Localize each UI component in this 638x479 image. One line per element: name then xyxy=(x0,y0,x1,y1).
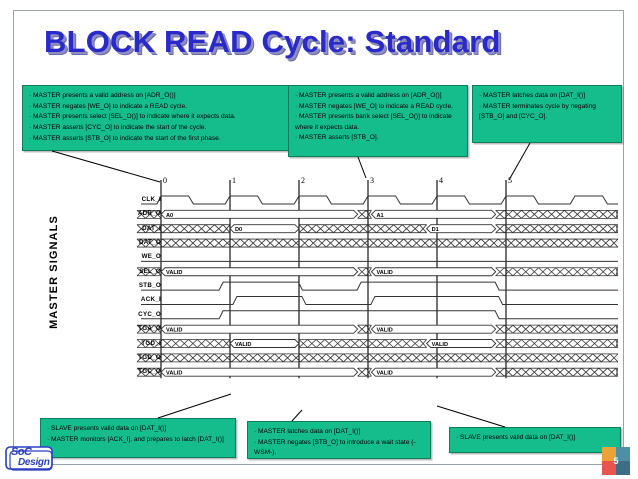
bus-segment-label: D0 xyxy=(235,227,242,233)
signal-label-tgd_i: TGD_I xyxy=(141,339,161,347)
callout-master-latches-and-inserts-wait-state: · MASTER latches data on [DAT_I()] · MAS… xyxy=(247,421,431,459)
signal-label-column: CLK_I ADR_O DAT_I DAT_O WE_O SEL_O STB_O ACK_I C… xyxy=(93,166,161,408)
callout-master-terminates-cycle: · MASTER latches data on [DAT_I()] · MAS… xyxy=(472,85,622,143)
callout-master-second-phase: · MASTER presents a valid address on [AD… xyxy=(288,85,468,157)
callout-slave-presents-valid-data: · SLAVE presents valid data on [DAT_I()] xyxy=(449,427,621,453)
bus-segment-label: A0 xyxy=(166,213,173,219)
cycle-number: 2 xyxy=(301,176,305,185)
callout-line: · SLAVE presents valid data on [DAT_I()] xyxy=(456,434,576,441)
signal-label-clk_i: CLK_I xyxy=(141,196,161,203)
callout-line: · MASTER negates [WE_O] to indicate a RE… xyxy=(295,102,453,110)
callout-line: · MASTER presents select [SEL_O()] to in… xyxy=(29,113,236,121)
page-number: 5 xyxy=(613,456,619,466)
logo-text-soc: SoC xyxy=(11,446,32,458)
cycle-number: 3 xyxy=(370,176,374,185)
callout-line: · MASTER asserts [CYC_O] to indicate the… xyxy=(29,124,207,132)
bus-segment-label: VALID xyxy=(166,328,182,334)
bus-segment-label: VALID xyxy=(376,270,392,276)
callout-line: · MASTER negates [WE_O] to indicate a RE… xyxy=(29,102,187,110)
callout-line: · MASTER latches data on [DAT_I()] xyxy=(479,92,586,99)
callout-line: · MASTER presents bank select [SEL_O()] … xyxy=(295,113,452,131)
page-number-badge: 5 xyxy=(602,447,630,475)
callout-line: · MASTER asserts [STB_O]. xyxy=(295,134,379,142)
signal-label-adr_o: ADR_O xyxy=(137,210,161,218)
callout-line: · MASTER monitors [ACK_I], and prepares … xyxy=(47,435,224,443)
page-title: BLOCK READ Cycle: Standard xyxy=(44,24,501,59)
master-signals-axis-label: MASTER SIGNALS xyxy=(48,215,60,329)
signal-label-tga_o: TGA_O xyxy=(138,325,161,333)
callout-line: · MASTER negates [STB_O] to introduce a … xyxy=(254,438,416,456)
callout-slave-presents-data-monitors-ack: · SLAVE presents valid data on [DAT_I()]… xyxy=(40,418,236,458)
bus-segment-label: VALID xyxy=(432,342,448,348)
bus-segment-label: VALID xyxy=(166,270,182,276)
cycle-number: 4 xyxy=(439,176,443,185)
signal-label-tgd_o: TGD_O xyxy=(138,353,161,361)
callout-line: · SLAVE presents valid data on [DAT_I()] xyxy=(47,425,167,432)
badge-quadrant xyxy=(602,461,616,475)
callout-line: · MASTER presents a valid address on [AD… xyxy=(29,92,176,99)
signal-label-dat_i: DAT_I xyxy=(142,224,161,232)
callout-line: · MASTER asserts [STB_O] to indicate the… xyxy=(29,134,221,142)
bus-segment-label: VALID xyxy=(376,371,392,377)
callout-line: · MASTER presents a valid address on [AD… xyxy=(295,92,442,99)
bus-segment-label: D1 xyxy=(432,227,439,233)
slide-frame xyxy=(13,10,624,465)
bus-segment-label: VALID xyxy=(166,371,182,377)
signal-label-cyc_o: CYC_O xyxy=(138,310,161,318)
cycle-number: 0 xyxy=(163,176,167,185)
badge-quadrant xyxy=(616,447,630,461)
signal-label-we_o: WE_O xyxy=(141,253,161,261)
signal-label-tgc_o: TGC_O xyxy=(138,368,161,376)
soc-design-logo: SoC Design xyxy=(4,444,58,474)
signal-label-ack_i: ACK_I xyxy=(140,296,161,304)
signal-label-stb_o: STB_O xyxy=(138,282,161,290)
logo-text-design: Design xyxy=(18,457,50,468)
cycle-number: 1 xyxy=(232,176,236,185)
badge-quadrant xyxy=(616,461,630,475)
logo-icon xyxy=(5,446,53,471)
bus-segment-label: VALID xyxy=(376,328,392,334)
bus-segment-label: VALID xyxy=(235,342,251,348)
callout-line: · MASTER terminates cycle by negating [S… xyxy=(479,102,596,120)
bus-segment-label: A1 xyxy=(376,213,383,219)
signal-label-dat_o: DAT_O xyxy=(138,239,161,247)
badge-quadrant xyxy=(602,447,616,461)
callout-master-initiates-block-read: · MASTER presents a valid address on [AD… xyxy=(22,85,290,151)
cycle-number: 5 xyxy=(508,176,512,185)
signal-label-sel_o: SEL_O xyxy=(139,267,161,275)
callout-line: · MASTER latches data on [DAT_I()] xyxy=(254,428,361,435)
